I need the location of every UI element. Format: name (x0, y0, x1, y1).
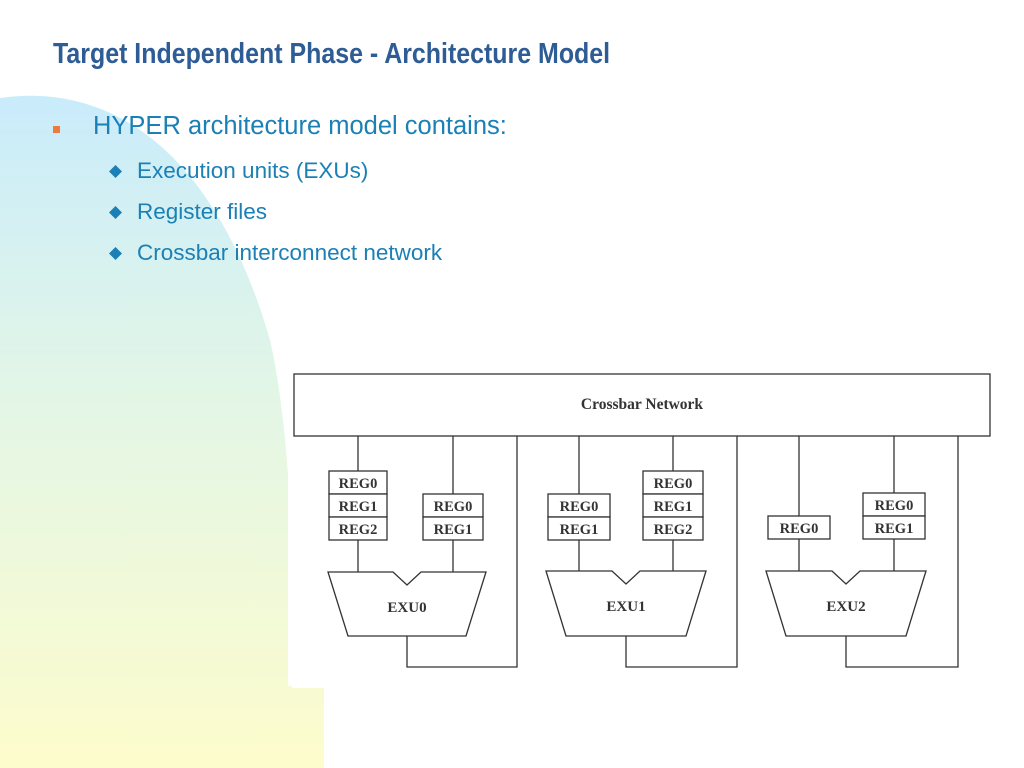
register-label: REG2 (654, 522, 693, 538)
execution-unit-label: EXU2 (826, 599, 865, 615)
register-label: REG0 (875, 498, 914, 514)
diamond-bullet-icon (109, 247, 122, 260)
crossbar-network-box (293, 373, 991, 437)
register-label: REG1 (654, 499, 693, 515)
exu-output-wire (406, 436, 518, 668)
register-file: REG0 (767, 515, 831, 540)
slide-title: Target Independent Phase - Architecture … (53, 38, 611, 70)
execution-unit-shape (765, 570, 927, 637)
square-bullet-icon (53, 126, 60, 133)
exu-output-wire (845, 436, 959, 668)
register-label: REG0 (780, 521, 819, 537)
sub-bullet-text: Crossbar interconnect network (137, 240, 443, 265)
diamond-bullet-icon (109, 165, 122, 178)
bullet-text: HYPER architecture model contains: (93, 112, 507, 140)
exu-output-wire (625, 436, 738, 668)
register-cell (422, 516, 484, 541)
execution-unit-shape (545, 570, 707, 637)
register-label: REG0 (654, 476, 693, 492)
register-label: REG1 (339, 499, 378, 515)
register-cell (642, 516, 704, 541)
register-label: REG0 (434, 499, 473, 515)
register-cell (547, 516, 611, 541)
architecture-diagram: Crossbar Network REG0REG1REG2REG0REG1EXU… (288, 366, 1000, 686)
register-cell (328, 516, 388, 541)
sub-bullet-text: Execution units (EXUs) (137, 158, 369, 183)
register-label: REG1 (875, 521, 914, 537)
register-label: REG0 (560, 499, 599, 515)
execution-unit-label: EXU0 (387, 600, 426, 616)
execution-unit-label: EXU1 (606, 599, 645, 615)
register-label: REG2 (339, 522, 378, 538)
register-cell (862, 515, 926, 540)
execution-unit-shape (327, 571, 487, 637)
diagram-wires (357, 436, 959, 668)
sub-bullet-text: Register files (137, 199, 268, 224)
register-cell (767, 515, 831, 540)
register-label: REG1 (434, 522, 473, 538)
register-label: REG0 (339, 476, 378, 492)
diagram-clusters: REG0REG1REG2REG0REG1EXU0REG0REG1REG0REG1… (327, 470, 927, 637)
register-label: REG1 (560, 522, 599, 538)
diamond-bullet-icon (109, 206, 122, 219)
crossbar-network-label: Crossbar Network (581, 396, 704, 413)
